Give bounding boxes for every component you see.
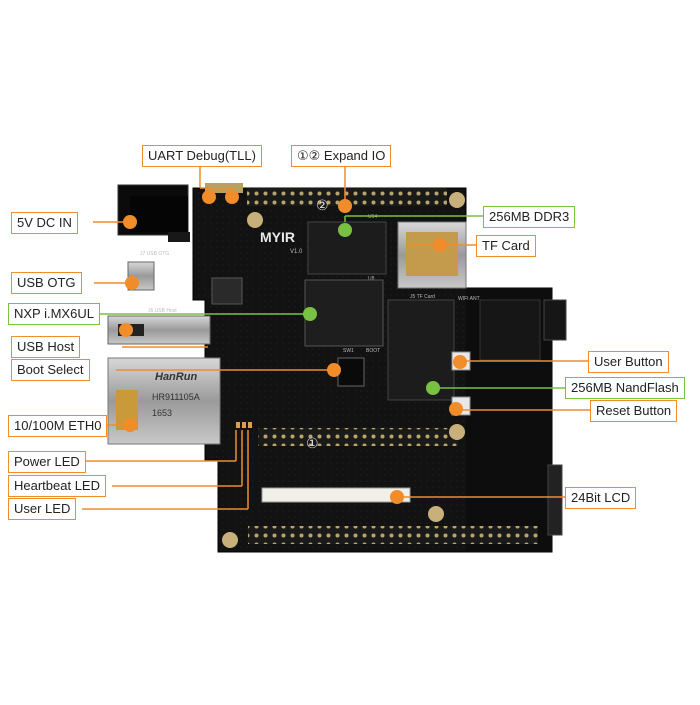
eth0-dot [123,418,137,432]
mounting-hole [449,192,465,208]
mounting-hole [428,506,444,522]
silkscreen-sw: SW1 [343,348,354,354]
tf-card-slot: J5 TF Card [397,221,467,300]
silkscreen-u14: U14 [368,214,377,220]
ethernet-jack-code: 1653 [152,408,172,418]
silkscreen-usbotg: J7 USB OTG [140,251,169,257]
callout-dots [119,190,467,504]
mounting-hole [449,424,465,440]
dc-jack [117,184,190,242]
boot-select-dot [327,363,341,377]
label-expand-io: ①② Expand IO [291,145,392,167]
dc-in-dot [123,215,137,229]
callout-leader-lines-green [96,215,565,389]
label-boot-select: Boot Select [11,359,90,381]
heartbeat-led [242,422,246,428]
usb-host-dot [119,323,133,337]
lcd-dot [390,490,404,504]
user-led [248,422,252,428]
label-nxp: NXP i.MX6UL [8,303,100,325]
silkscreen-boot: BOOT [366,348,380,354]
bottom-pin-row [248,526,538,544]
label-user-led: User LED [8,498,77,520]
label-usb-otg: USB OTG [11,272,82,294]
expand-io-dot [338,199,352,213]
uart-dot [225,190,239,204]
label-uart-debug: UART Debug(TLL) [142,145,262,167]
nandflash-dot [426,381,440,395]
tf-card-dot [433,238,447,252]
expand-io-header-2 [247,188,447,206]
power-led [236,422,240,428]
label-ddr3: 256MB DDR3 [483,206,576,228]
label-user-button: User Button [588,351,669,373]
reset-button-dot [449,402,463,416]
brand-logo: MYIR [260,229,295,245]
boot-select-switch [337,357,365,387]
imx6ul-cpu-chip [304,279,384,347]
header-marker-1: ① [306,436,319,452]
nxp-dot [303,307,317,321]
nand-flash-chip [387,299,455,401]
ethernet-jack-part: HR911105A [152,392,200,402]
silkscreen-wifi: WIFI ANT [458,296,480,302]
label-eth0: 10/100M ETH0 [8,415,108,437]
silkscreen-u8: U8 [368,276,375,282]
mounting-hole [247,212,263,228]
header-marker-2: ② [316,198,329,214]
label-nandflash: 256MB NandFlash [565,377,685,399]
wifi-module-area: WIFI ANT [458,296,567,536]
label-reset-button: Reset Button [590,400,678,422]
ddr3-dot [338,223,352,237]
silkscreen-usbhost: J6 USB Host [148,308,177,314]
ethernet-jack-brand: HanRun [155,371,197,383]
board-version: V1.0 [290,249,303,255]
label-heartbeat-led: Heartbeat LED [8,475,106,497]
ethernet-jack: HanRun HR911105A 1653 [107,357,221,445]
user-button-dot [453,355,467,369]
inductor [211,277,243,305]
expand-io-header-1 [258,428,458,446]
silkscreen-tf: J5 TF Card [410,294,435,300]
label-lcd: 24Bit LCD [565,487,637,509]
label-tf-card: TF Card [476,235,536,257]
usb-otg-dot [125,276,139,290]
uart-dot [202,190,216,204]
lcd-fpc-connector [261,487,411,503]
label-power-led: Power LED [8,451,86,473]
label-dc-in: 5V DC IN [11,212,78,234]
mounting-hole [222,532,238,548]
label-usb-host: USB Host [11,336,81,358]
